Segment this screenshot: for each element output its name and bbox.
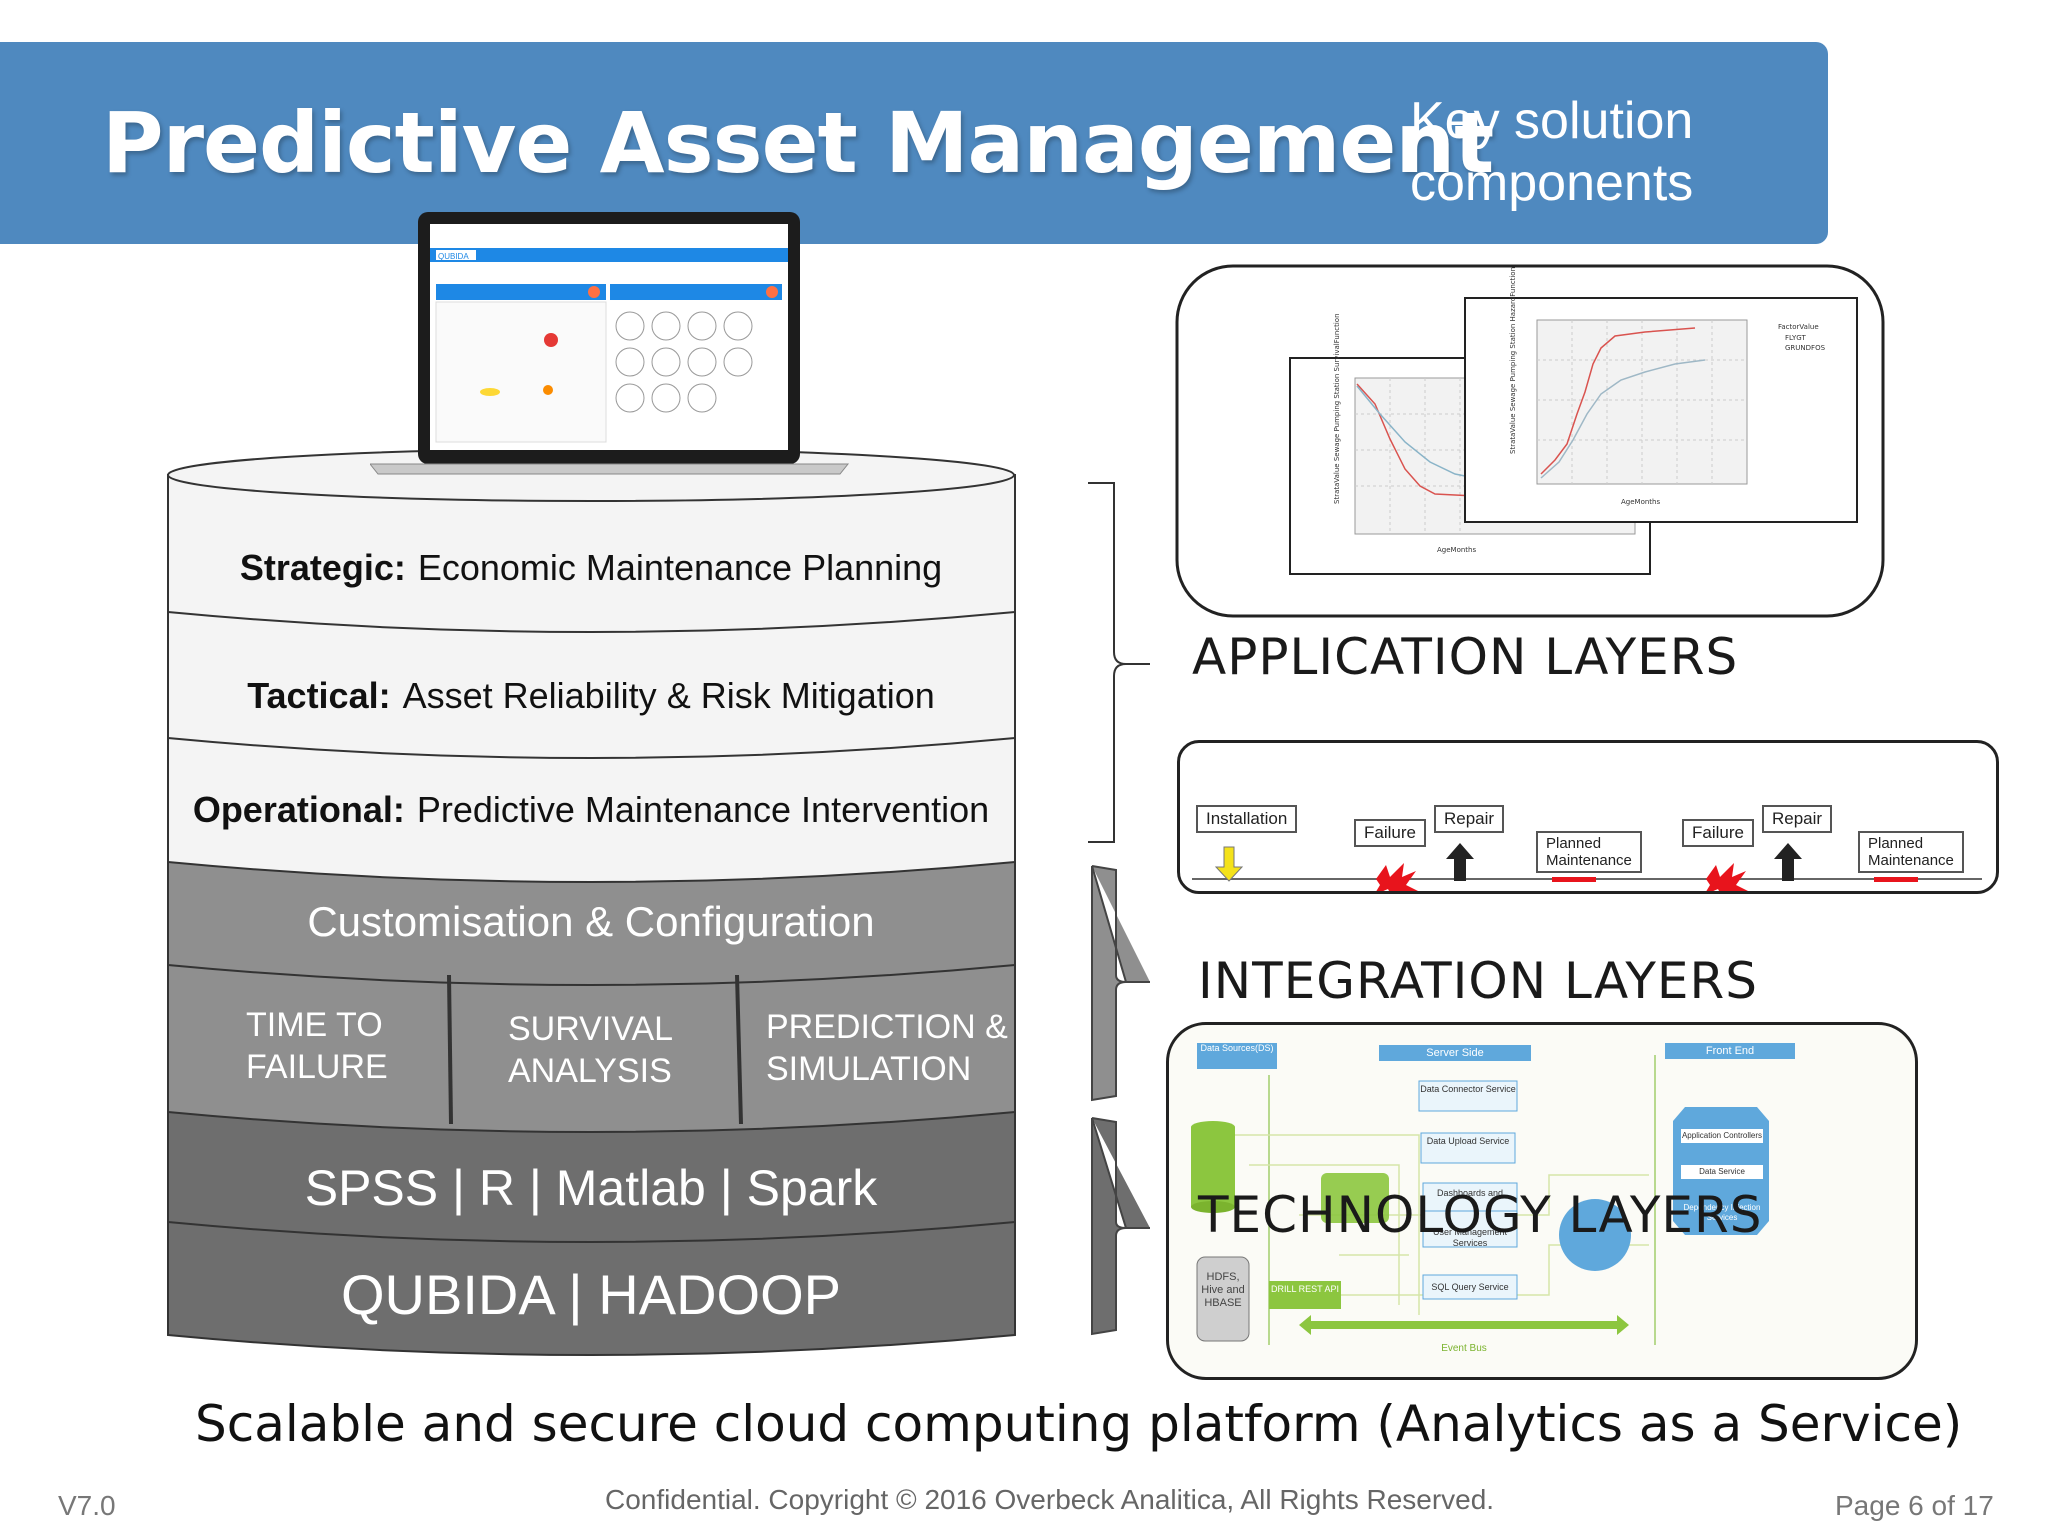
repair-arrow-icon-1 [1446, 843, 1474, 881]
tier-platform: QUBIDA | HADOOP [341, 1262, 841, 1326]
timeline-planned-1-line2: Maintenance [1546, 852, 1632, 869]
architecture-graphics [1191, 1043, 1795, 1345]
tier-customisation: Customisation & Configuration [307, 898, 875, 945]
tier-strategic-shape [167, 474, 1016, 633]
column-time-to-failure: TIME TO FAILURE [246, 1004, 388, 1088]
tier-operational-text: Predictive Maintenance Intervention [416, 789, 990, 830]
tier-operational-label: Operational: [192, 789, 405, 830]
timeline-repair-2: Repair [1762, 805, 1833, 833]
column-survival-analysis-line2: ANALYSIS [508, 1052, 672, 1090]
brace-application [1088, 482, 1150, 843]
arch-event-bus: Event Bus [1441, 1343, 1487, 1354]
column-prediction-simulation: PREDICTION & SIMULATION [766, 1006, 1008, 1090]
laptop-logo: QUBIDA [438, 252, 469, 261]
arch-data-sources: Data Sources(DS) [1200, 1043, 1274, 1053]
brace-technology [1091, 1117, 1150, 1336]
column-survival-analysis: SURVIVAL ANALYSIS [508, 1008, 673, 1092]
integration-timeline-panel: Installation Failure Repair Planned Main… [1177, 740, 1999, 894]
arch-di-services: Dependency Injection Services [1683, 1203, 1761, 1222]
arch-app-controllers: Application Controllers [1681, 1131, 1763, 1140]
repair-arrow-icon-2 [1774, 843, 1802, 881]
arch-front-end: Front End [1705, 1045, 1755, 1057]
column-prediction-simulation-line1: PREDICTION & [766, 1008, 1008, 1046]
planned-marker-1 [1552, 877, 1596, 882]
tier-tactical-text: Asset Reliability & Risk Mitigation [402, 675, 935, 716]
tier-strategic-label: Strategic: [239, 547, 406, 588]
column-survival-analysis-line1: SURVIVAL [508, 1010, 674, 1048]
tier-strategic-text: Economic Maintenance Planning [417, 547, 943, 588]
arch-user-management: User Management Services [1432, 1227, 1508, 1248]
timeline-planned-2-line1: Planned [1868, 835, 1924, 852]
hazard-series-grundfos [1540, 359, 1706, 479]
arch-sql-query: SQL Query Service [1431, 1282, 1509, 1292]
page-subtitle: Key solution components [1410, 92, 1694, 212]
timeline-repair-1: Repair [1434, 805, 1505, 833]
hazard-ylabel: StrataValue Sewage Pumping Station Hazar… [1509, 267, 1517, 454]
installation-arrow-icon [1214, 846, 1244, 882]
platform-tagline: Scalable and secure cloud computing plat… [195, 1395, 1963, 1453]
column-divider-1 [447, 974, 453, 1125]
application-charts-panel: AgeMonths StrataValue Sewage Pumping Sta… [1175, 264, 1885, 618]
arch-server-side: Server Side [1426, 1047, 1484, 1059]
timeline-planned-2-line2: Maintenance [1868, 852, 1954, 869]
brace-integration [1091, 865, 1150, 1102]
timeline-graphics [1192, 843, 1982, 891]
layer-label-integration: INTEGRATION LAYERS [1198, 952, 1758, 1010]
hazard-series-flygt [1540, 327, 1696, 475]
page-number: Page 6 of 17 [1835, 1490, 1994, 1521]
arch-data-service: Data Service [1699, 1167, 1745, 1176]
copyright-notice: Confidential. Copyright © 2016 Overbeck … [605, 1484, 1495, 1515]
timeline-planned-1: Planned Maintenance [1536, 831, 1642, 873]
tier-strategic: Strategic: Economic Maintenance Planning [167, 547, 1015, 588]
hazard-legend-flygt: FLYGT [1785, 334, 1806, 342]
layer-label-technology: TECHNOLOGY LAYERS [1198, 1186, 1763, 1244]
arch-hdfs: HDFS, Hive and HBASE [1201, 1271, 1245, 1309]
failure-burst-icon-1 [1376, 863, 1418, 891]
failure-burst-icon-2 [1706, 863, 1748, 891]
column-time-to-failure-line2: FAILURE [246, 1048, 388, 1086]
timeline-installation: Installation [1196, 805, 1298, 833]
hazard-xlabel: AgeMonths [1621, 498, 1660, 506]
hazard-legend-grundfos: GRUNDFOS [1785, 344, 1826, 352]
technology-architecture-panel: Data Sources(DS) Server Side Front End D… [1166, 1022, 1918, 1380]
column-prediction-simulation-line2: SIMULATION [766, 1050, 972, 1088]
arch-data-connector: Data Connector Service [1420, 1084, 1516, 1094]
tier-tactical: Tactical: Asset Reliability & Risk Mitig… [167, 675, 1015, 716]
arch-drill: DRILL REST API [1270, 1284, 1340, 1294]
version-label: V7.0 [58, 1490, 116, 1521]
timeline-failure-2: Failure [1682, 819, 1754, 847]
laptop-dashboard-image: QUBIDA [370, 212, 850, 475]
survival-xlabel: AgeMonths [1437, 546, 1476, 554]
hazard-legend-title: FactorValue [1778, 323, 1819, 331]
tier-tactical-label: Tactical: [247, 675, 391, 716]
tier-operational: Operational: Predictive Maintenance Inte… [167, 789, 1015, 830]
tier-tools: SPSS | R | Matlab | Spark [304, 1160, 878, 1216]
event-bus-arrow [1299, 1315, 1629, 1335]
arch-data-upload: Data Upload Service [1426, 1136, 1510, 1146]
column-divider-2 [735, 974, 743, 1125]
layer-label-application: APPLICATION LAYERS [1192, 628, 1739, 686]
page-title: Predictive Asset Management [102, 94, 1494, 192]
timeline-planned-2: Planned Maintenance [1858, 831, 1964, 873]
planned-marker-2 [1874, 877, 1918, 882]
column-time-to-failure-line1: TIME TO [246, 1006, 383, 1044]
timeline-planned-1-line1: Planned [1546, 835, 1602, 852]
timeline-failure-1: Failure [1354, 819, 1426, 847]
arch-dashboards: Dashboards and [1436, 1188, 1504, 1198]
survival-ylabel: StrataValue Sewage Pumping Station Survi… [1333, 313, 1341, 504]
header-banner [0, 42, 1828, 244]
